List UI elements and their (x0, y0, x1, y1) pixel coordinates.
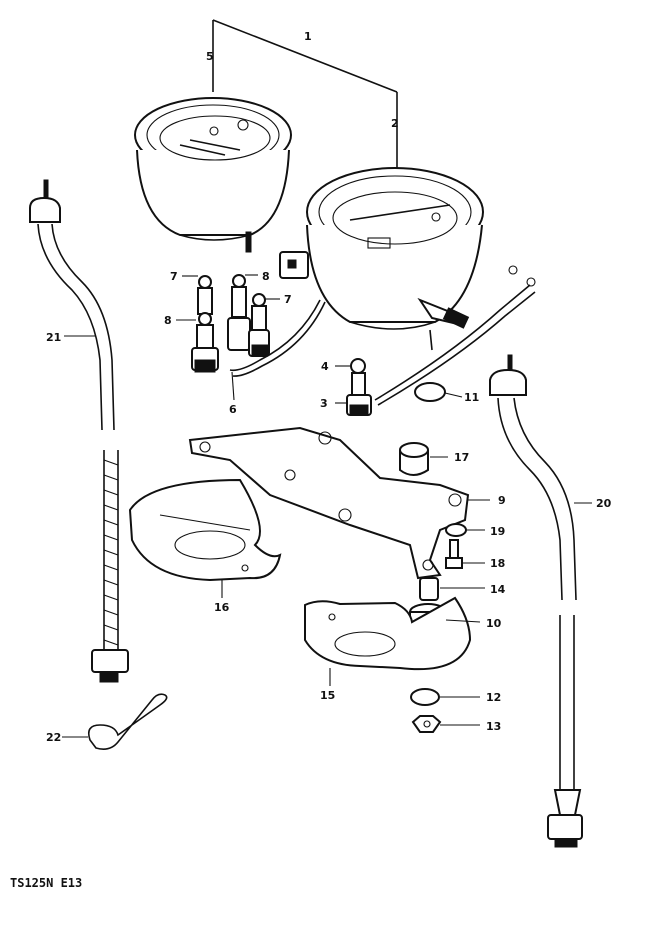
callout-2: 2 (391, 117, 399, 130)
callout-10: 10 (486, 617, 502, 630)
callout-1: 1 (304, 30, 312, 43)
tachometer-cable (29, 179, 129, 683)
callout-8a: 8 (262, 270, 270, 283)
model-code: TS125N E13 (10, 876, 82, 890)
callout-22: 22 (46, 731, 61, 744)
washer-19 (445, 523, 467, 537)
callout-15: 15 (320, 689, 335, 702)
lower-cover-15 (304, 596, 472, 671)
spacer-14 (419, 577, 439, 601)
callout-16: 16 (214, 601, 230, 614)
callout-4: 4 (321, 360, 329, 373)
callout-7b: 7 (284, 293, 292, 306)
lower-cover-16 (128, 478, 282, 582)
wiring-harness (229, 265, 536, 406)
callout-3: 3 (320, 397, 328, 410)
callout-12: 12 (486, 691, 501, 704)
cushion (399, 442, 429, 476)
tachometer (134, 97, 292, 253)
nut-13 (411, 715, 442, 733)
callout-labels: 1 2 3 4 5 6 7 7 8 8 9 10 11 12 13 14 15 … (46, 30, 612, 744)
bulb-socket-cluster (191, 274, 270, 373)
callout-18: 18 (490, 557, 505, 570)
callout-9: 9 (498, 494, 506, 507)
assembly-bracket (212, 19, 398, 168)
callout-19: 19 (490, 525, 505, 538)
callout-11: 11 (464, 391, 479, 404)
washer-12 (410, 688, 440, 706)
speedometer-cable (489, 354, 583, 848)
callout-8b: 8 (164, 314, 172, 327)
callout-21: 21 (46, 331, 61, 344)
bolt-18 (445, 539, 463, 569)
grommet (414, 382, 446, 402)
indicator-socket (346, 358, 372, 416)
callout-6: 6 (229, 403, 237, 416)
callout-7a: 7 (170, 270, 178, 283)
speedometer (279, 167, 484, 330)
callout-13: 13 (486, 720, 501, 733)
callout-14: 14 (490, 583, 506, 596)
cable-clip (87, 693, 168, 750)
callout-5: 5 (206, 50, 214, 63)
callout-17: 17 (454, 451, 469, 464)
callout-20: 20 (596, 497, 612, 510)
callout-leaders (62, 274, 592, 738)
